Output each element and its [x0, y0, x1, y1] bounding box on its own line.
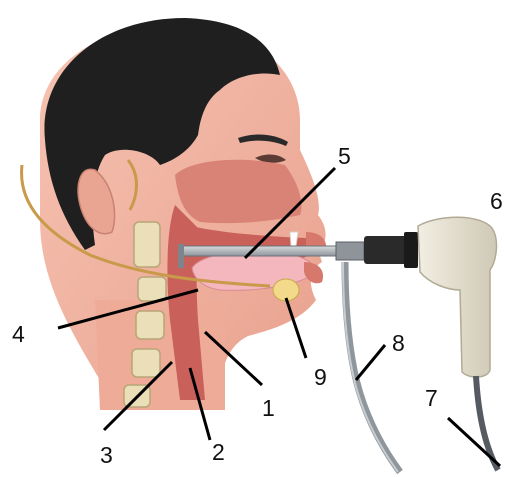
connector-ring — [404, 232, 418, 268]
vertebra — [132, 349, 160, 377]
vertebra — [138, 277, 166, 301]
callout-2: 2 — [212, 439, 225, 465]
callout-1: 1 — [262, 395, 275, 421]
leader-line-8 — [356, 345, 385, 380]
callout-3: 3 — [100, 442, 113, 468]
callout-9: 9 — [314, 364, 327, 390]
vertebra — [136, 311, 164, 339]
callout-6: 6 — [490, 188, 503, 214]
camera-handle — [418, 217, 496, 377]
light-cable-highlight — [343, 262, 398, 472]
light-cable — [345, 262, 400, 472]
callout-8: 8 — [392, 330, 405, 356]
front-tooth — [290, 232, 298, 246]
callout-7: 7 — [425, 385, 438, 411]
scope-tip — [178, 244, 184, 268]
callout-4: 4 — [12, 321, 25, 347]
camera-connector — [364, 236, 408, 264]
scope-coupling — [336, 242, 364, 260]
leader-line-7 — [448, 418, 500, 466]
nasopharynx-cavity — [175, 160, 301, 223]
scope-shaft — [180, 246, 356, 256]
callout-5: 5 — [338, 143, 351, 169]
light-source-tip — [273, 279, 299, 301]
vertebra — [134, 222, 160, 267]
